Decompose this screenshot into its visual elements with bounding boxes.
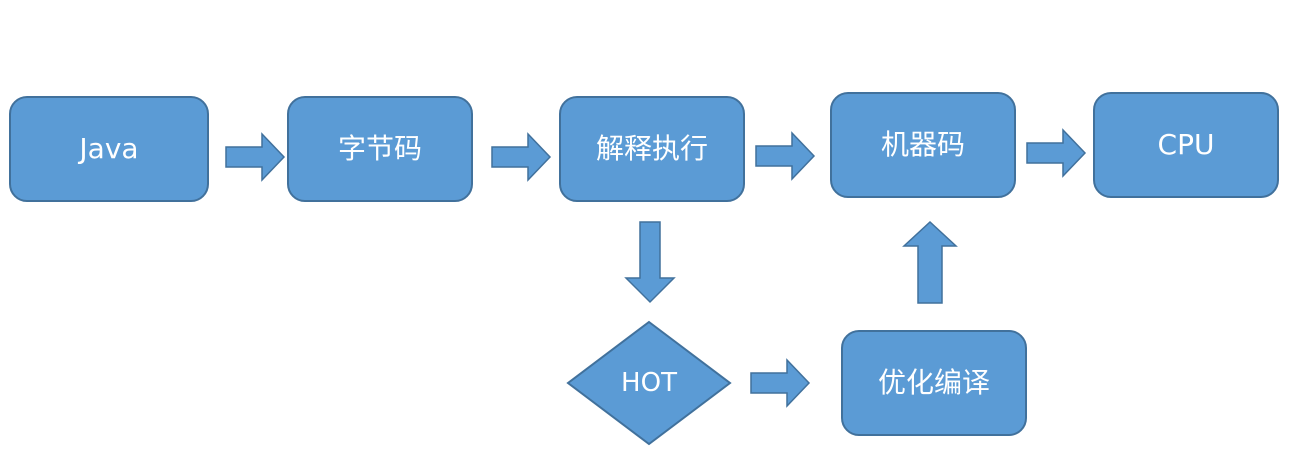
arrow-machine-code-to-cpu — [1026, 128, 1087, 178]
diamond-shape — [566, 320, 732, 446]
node-interpret-label: 解释执行 — [595, 132, 708, 165]
node-bytecode[interactable]: 字节码 — [287, 96, 473, 202]
node-machine-code[interactable]: 机器码 — [830, 92, 1016, 198]
arrow-interpret-to-hot — [624, 221, 676, 304]
arrow-bytecode-to-interpret — [491, 132, 552, 182]
node-bytecode-label: 字节码 — [337, 132, 422, 165]
node-optimize-compile[interactable]: 优化编译 — [841, 330, 1027, 436]
node-cpu[interactable]: CPU — [1093, 92, 1279, 198]
node-hot-label: HOT — [621, 368, 677, 398]
node-hot-decision[interactable]: HOT — [566, 320, 732, 446]
node-java[interactable]: Java — [9, 96, 209, 202]
node-interpret[interactable]: 解释执行 — [559, 96, 745, 202]
node-java-label: Java — [79, 132, 139, 165]
node-optimize-compile-label: 优化编译 — [877, 366, 990, 399]
arrow-interpret-to-machine-code — [755, 131, 816, 181]
arrow-optimize-to-machine-code — [902, 220, 958, 304]
node-cpu-label: CPU — [1157, 128, 1215, 161]
node-machine-code-label: 机器码 — [880, 128, 965, 161]
arrow-java-to-bytecode — [225, 132, 286, 182]
arrow-hot-to-optimize — [750, 358, 811, 408]
